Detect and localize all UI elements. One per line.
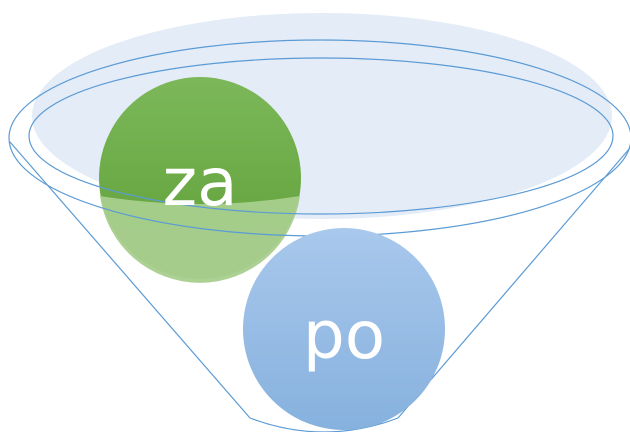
- funnel-side-left: [9, 141, 251, 419]
- po-circle: [243, 228, 445, 430]
- za-label: za: [162, 144, 237, 221]
- za-circle-lower: [100, 196, 300, 283]
- funnel-rim-inner: [28, 57, 614, 215]
- funnel-side-right: [397, 147, 630, 419]
- po-label: po: [303, 297, 385, 374]
